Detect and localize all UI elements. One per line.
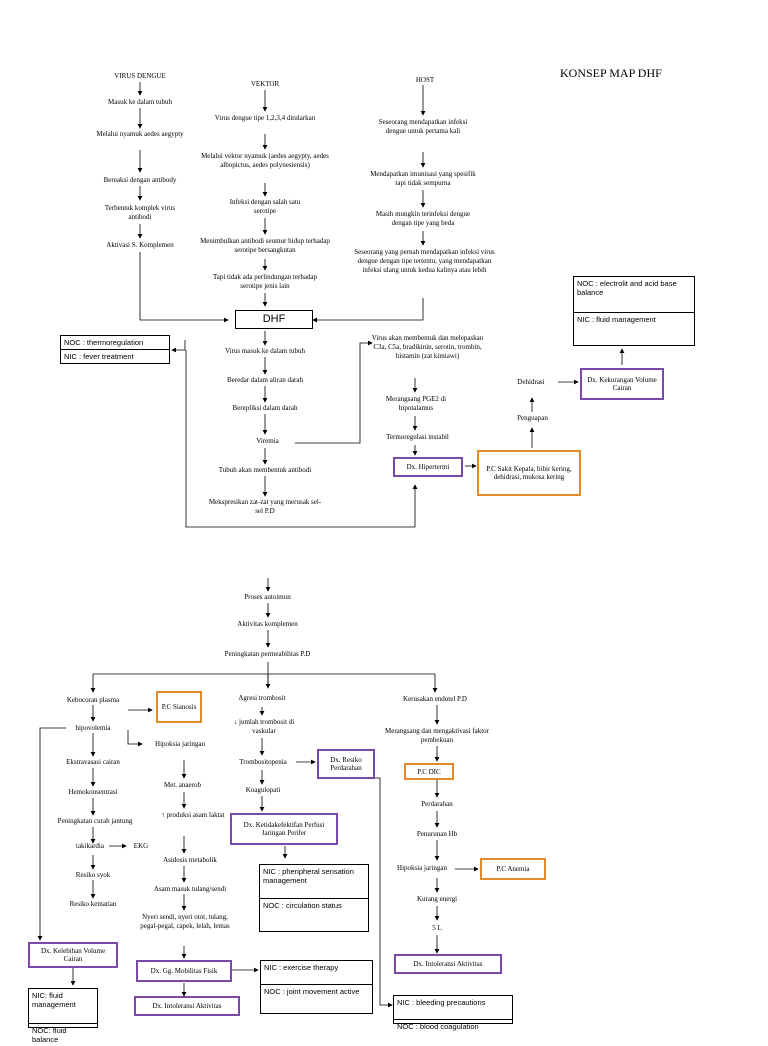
dhf-box: DHF xyxy=(235,310,313,329)
noc-electrolit-balance: NOC : electrolit and acid base balance xyxy=(577,279,677,297)
dx-ketidakefektifan-perfusi: Dx. Ketidakefektifan Perfusi Jaringan Pe… xyxy=(230,813,338,845)
dhf-step-6: Mekspresikan zat-zat yang merusak sel-se… xyxy=(208,498,322,515)
vektor-step-1: Virus dengue tipe 1,2,3,4 ditularkan xyxy=(214,114,316,122)
hipoksia-step-6: Nyeri sendi, nyeri otot, tulang, pegal-p… xyxy=(140,913,230,930)
vektor-step-2: Melalui vektor nyamuk (aedes aegypty, ae… xyxy=(201,152,329,169)
virus-step-4: Terbentuk komplek virus antibodi xyxy=(104,204,176,221)
vektor-step-4: Menimbulkan antibodi seumur hidup terhad… xyxy=(200,237,330,254)
noc-blood-coagulation: NOC : blood coagulation xyxy=(394,1019,512,1033)
virus-step-1: Masuk ke dalam tubuh xyxy=(108,98,172,106)
left-step-8: Resiko kematian xyxy=(69,900,117,908)
pc-dic: P.C DIC xyxy=(404,763,454,780)
left-step-5: Peningkatan curah jantung xyxy=(57,817,133,825)
pheripheral-sensation-box: NIC : pheripheral sensation management N… xyxy=(259,864,369,932)
right-kurang-energi: Kurang energi xyxy=(416,895,458,903)
right-5l: 5 L xyxy=(432,924,442,932)
lower-step-2: Aktivitas komplemen xyxy=(237,620,298,628)
root-host: HOST xyxy=(415,76,435,84)
fever-step-3: Termoregulasi instabil xyxy=(386,433,449,441)
right-perdarahan: Perdarahan xyxy=(421,800,453,808)
left-hipovolemia: hipovolemia xyxy=(75,724,111,732)
hipoksia-step-2: Met. anaerob xyxy=(164,781,201,789)
ekg-label: EKG xyxy=(133,842,149,850)
dhf-step-2: Beredar dalam aliran darah xyxy=(227,376,303,384)
dx-kekurangan-volume-cairan: Dx. Kekurangan Volume Cairan xyxy=(580,368,664,400)
lower-step-3: Peningkatan permeabilitas P.D xyxy=(224,650,311,658)
virus-step-2: Melalui nyamuk aedes aegypty xyxy=(96,130,184,138)
left-step-1: Kebocoran plasma xyxy=(66,696,120,704)
middle-step-2: ↓ jumlah trombosit di vaskular xyxy=(233,718,295,735)
page-title: KONSEP MAP DHF xyxy=(560,66,662,80)
right-step-1: Kerusakan endotel P.D xyxy=(403,695,467,703)
pc-sianosis: P.C Sianosis xyxy=(156,691,202,723)
dehidrasi-label: Dehidrasi xyxy=(517,378,545,386)
host-step-4: Seseorang yang pernah mendapatkan infeks… xyxy=(354,248,495,274)
noc-joint-movement: NOC : joint movement active xyxy=(261,984,372,1013)
vektor-step-5: Tapi tidak ada perlindungan terhadap ser… xyxy=(212,273,318,290)
exercise-therapy-box: NIC : exercise therapy NOC : joint movem… xyxy=(260,960,373,1014)
hipoksia-step-3: ↑ produksi asam laktat xyxy=(161,811,225,819)
vektor-step-3: Infeksi dengan salah satu serotipe xyxy=(229,198,301,215)
middle-step-1: Agresi trombosit xyxy=(238,694,286,702)
noc-circulation-status: NOC : circulation status xyxy=(260,898,368,931)
middle-step-3: Trombositopenia xyxy=(239,758,287,766)
bleeding-precautions-box: NIC : bleeding precautions NOC : blood c… xyxy=(393,995,513,1031)
root-vektor: VEKTOR xyxy=(250,80,280,88)
dhf-step-3: Berepliksi dalam darah xyxy=(232,404,298,412)
dhf-viremia: Viremia xyxy=(256,437,279,445)
nic-fluid-management-bottom: NIC: fluid management xyxy=(32,991,76,1009)
right-hipoksia: Hipoksia jaringan xyxy=(397,864,447,872)
hipoksia-step-5: Asam masuk tulang/sendi xyxy=(153,885,227,893)
dhf-step-5: Tubuh akan membentuk antibodi xyxy=(218,466,312,474)
hipoksia-step-1: Hipoksia jaringan xyxy=(155,740,205,748)
virus-step-3: Bereaksi dengan antibody xyxy=(103,176,177,184)
dx-intoleransi-aktivitas-left: Dx. Intoleransi Aktivitas xyxy=(134,996,240,1016)
noc-thermoregulation: NOC : thermoregulation xyxy=(64,338,144,347)
nic-exercise-therapy: NIC : exercise therapy xyxy=(264,963,339,972)
hipoksia-step-4: Asidosis metabolik xyxy=(163,856,217,864)
dx-kelebihan-volume-cairan: Dx. Kelebihan Volume Cairan xyxy=(28,942,118,968)
host-step-1: Seseorang mendapatkan infeksi dengue unt… xyxy=(378,118,468,135)
pc-sakit-kepala: P.C Sakit Kepala, bibir kering, dehidras… xyxy=(477,450,581,496)
noc-fluid-balance: NOC: fluid balance xyxy=(29,1023,97,1046)
left-takikardia: takikardia xyxy=(76,842,104,850)
middle-step-4: Koagulopati xyxy=(245,786,281,794)
connector-lines xyxy=(37,82,625,1008)
root-virus-dengue: VIRUS DENGUE xyxy=(114,72,166,80)
left-step-4: Hemokonsentrasi xyxy=(68,788,118,796)
nic-fluid-management: NIC : fluid management xyxy=(574,312,694,345)
dx-hipertermi: Dx. Hipertermi xyxy=(393,457,463,477)
host-step-2: Mendapatkan imunisasi yang spesifik tapi… xyxy=(370,170,476,187)
penguapan-label: Penguapan xyxy=(517,414,548,422)
nic-fever-treatment: NIC : fever treatment xyxy=(61,349,169,363)
fever-step-1: Virus akan membentuk dan melepaskan C3a,… xyxy=(371,334,484,360)
dx-intoleransi-aktivitas-right: Dx. Intoleransi Aktivitas xyxy=(394,954,502,974)
pc-anemia: P.C Anemia xyxy=(480,858,546,880)
left-step-3: Ekstravasasi cairan xyxy=(66,758,120,766)
fluid-balance-box: NIC: fluid management NOC: fluid balance xyxy=(28,988,98,1044)
host-step-3: Masih mungkin terinfeksi dengue dengan t… xyxy=(375,210,471,227)
dx-resiko-perdarahan: Dx. Resiko Perdarahan xyxy=(317,749,375,779)
right-penurunan-hb: Penurunan Hb xyxy=(416,830,458,838)
fever-step-2: Merangsang PGE2 di hipotalamus xyxy=(385,395,447,412)
dhf-step-1: Virus masuk ke dalam tubuh xyxy=(224,347,306,355)
thermoregulation-box: NOC : thermoregulation NIC : fever treat… xyxy=(60,335,170,364)
left-step-7: Resiko syok xyxy=(75,871,111,879)
nic-bleeding-precautions: NIC : bleeding precautions xyxy=(397,998,486,1007)
lower-step-1: Proses autoimun xyxy=(244,593,291,601)
fluid-management-box: NOC : electrolit and acid base balance N… xyxy=(573,276,695,346)
virus-step-5: Aktivasi S. Komplemen xyxy=(106,241,174,249)
right-step-2: Merangsang dan mengaktivasi faktor pembe… xyxy=(385,727,489,744)
nic-pheripheral-sensation: NIC : pheripheral sensation management xyxy=(263,867,354,885)
dx-gg-mobilitas-fisik: Dx. Gg. Mobilitas Fisik xyxy=(136,960,232,982)
